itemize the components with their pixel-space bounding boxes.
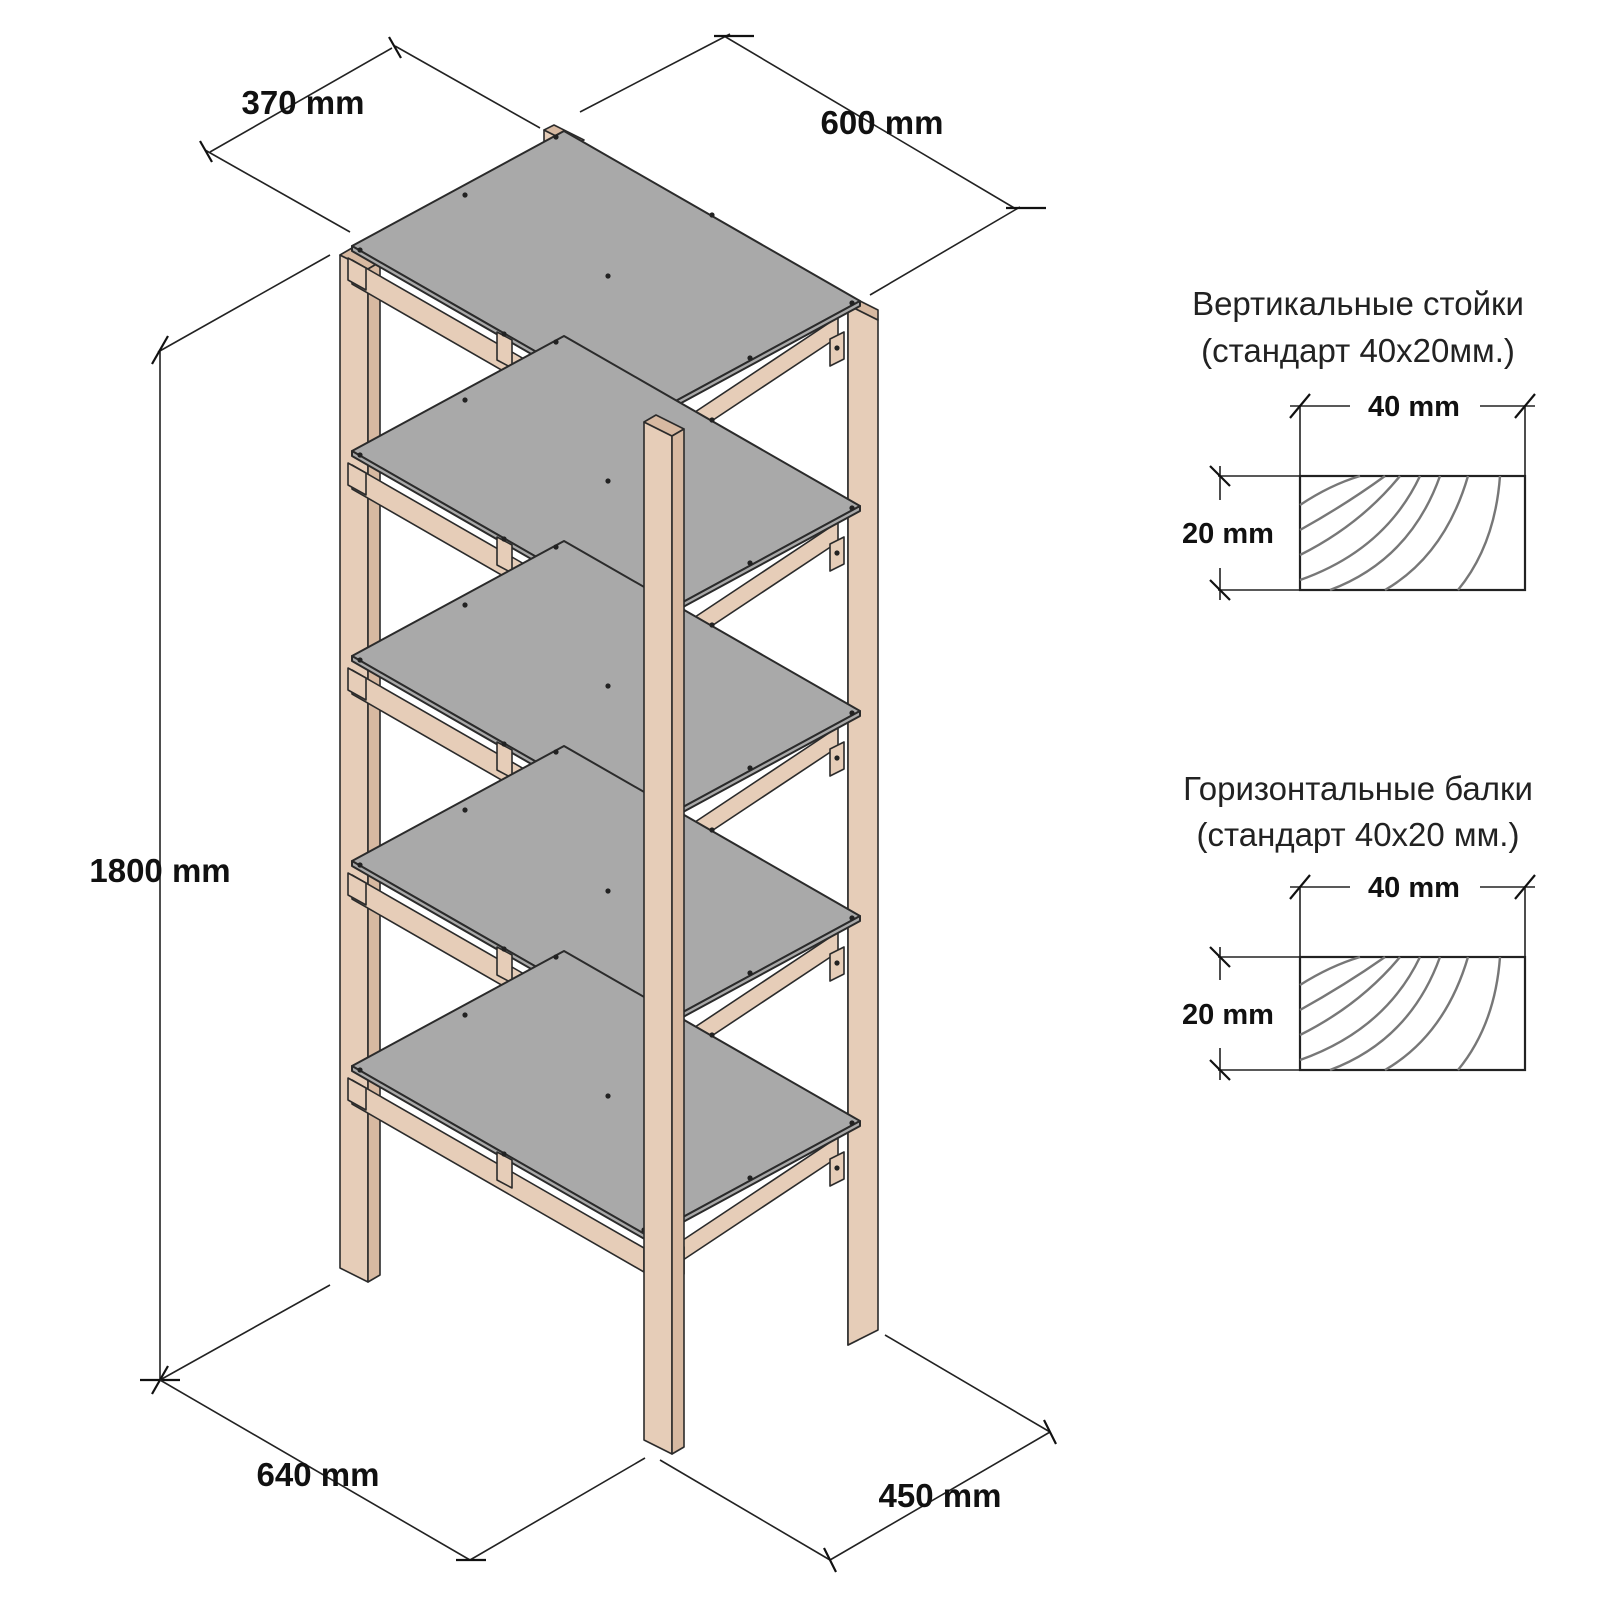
dim-label-height: 1800 mm	[89, 852, 230, 889]
screw-dot	[849, 300, 855, 306]
section-horizontal-beams: Горизонтальные балки (стандарт 40x20 мм.…	[1182, 770, 1536, 1081]
screw-dot	[462, 192, 468, 198]
screw-dot	[709, 417, 715, 423]
screw-dot	[605, 1093, 611, 1099]
section-horizontal-profile	[1298, 955, 1527, 1072]
screw-dot	[849, 915, 855, 921]
section-horizontal-height-label: 20 mm	[1182, 999, 1274, 1031]
leg-back-right	[847, 299, 879, 1346]
section-vertical-height-label: 20 mm	[1182, 518, 1274, 550]
section-horizontal-width-label: 40 mm	[1368, 872, 1460, 904]
section-vertical-posts: Вертикальные стойки (стандарт 40x20мм.) …	[1182, 285, 1536, 601]
screw-dot	[553, 749, 559, 755]
dim-label-width-top: 600 mm	[821, 104, 944, 141]
screw-dot	[849, 1120, 855, 1126]
screw-dot	[747, 765, 753, 771]
screw-dot	[501, 946, 507, 952]
wood-grain-vertical	[1299, 474, 1502, 592]
dim-label-width-bottom: 640 mm	[257, 1456, 380, 1493]
section-vertical-subtitle: (стандарт 40x20мм.)	[1201, 332, 1515, 369]
screw-dot	[747, 355, 753, 361]
screw-dot	[834, 755, 840, 761]
screw-dot	[553, 544, 559, 550]
screw-dot	[747, 970, 753, 976]
screw-dot	[747, 560, 753, 566]
screw-dot	[747, 1175, 753, 1181]
screw-dot	[849, 505, 855, 511]
leg-front-left	[339, 247, 381, 1283]
dim-label-depth-bottom: 450 mm	[879, 1477, 1002, 1514]
screw-dot	[462, 602, 468, 608]
leg-front-right	[643, 414, 685, 1455]
dimension-lines	[140, 33, 1057, 1573]
screw-dot	[501, 1151, 507, 1157]
screw-dot	[462, 807, 468, 813]
screw-dot	[357, 657, 363, 663]
beam-end-block	[347, 667, 367, 701]
screw-dot	[553, 339, 559, 345]
screw-dot	[709, 827, 715, 833]
screw-dot	[834, 1165, 840, 1171]
beam-end-block	[347, 1077, 367, 1111]
screw-dot	[834, 960, 840, 966]
screw-dot	[462, 397, 468, 403]
screw-dot	[357, 1067, 363, 1073]
screw-dot	[834, 550, 840, 556]
section-vertical-title: Вертикальные стойки	[1192, 285, 1524, 322]
screw-dot	[357, 452, 363, 458]
screw-dot	[849, 710, 855, 716]
screw-dot	[501, 741, 507, 747]
screw-dot	[605, 478, 611, 484]
screw-dot	[834, 345, 840, 351]
wood-grain-horizontal	[1299, 955, 1502, 1072]
beam-end-block	[347, 462, 367, 496]
screw-dot	[605, 888, 611, 894]
screw-dot	[462, 1012, 468, 1018]
section-horizontal-subtitle: (стандарт 40x20 мм.)	[1197, 816, 1520, 853]
shelves	[347, 130, 861, 1280]
screw-dot	[553, 134, 559, 140]
screw-dot	[501, 536, 507, 542]
section-vertical-profile	[1298, 474, 1527, 592]
screw-dot	[357, 862, 363, 868]
beam-end-block	[347, 257, 367, 291]
screw-dot	[501, 331, 507, 337]
screw-dot	[709, 1032, 715, 1038]
screw-dot	[709, 622, 715, 628]
screw-dot	[553, 954, 559, 960]
section-horizontal-title: Горизонтальные балки	[1183, 770, 1533, 807]
screw-dot	[709, 212, 715, 218]
screw-dot	[605, 273, 611, 279]
beam-end-block	[347, 872, 367, 906]
screw-dot	[605, 683, 611, 689]
section-vertical-width-label: 40 mm	[1368, 391, 1460, 423]
dim-label-depth-top: 370 mm	[242, 84, 365, 121]
beam-mid-block	[496, 1151, 513, 1189]
screw-dot	[357, 247, 363, 253]
